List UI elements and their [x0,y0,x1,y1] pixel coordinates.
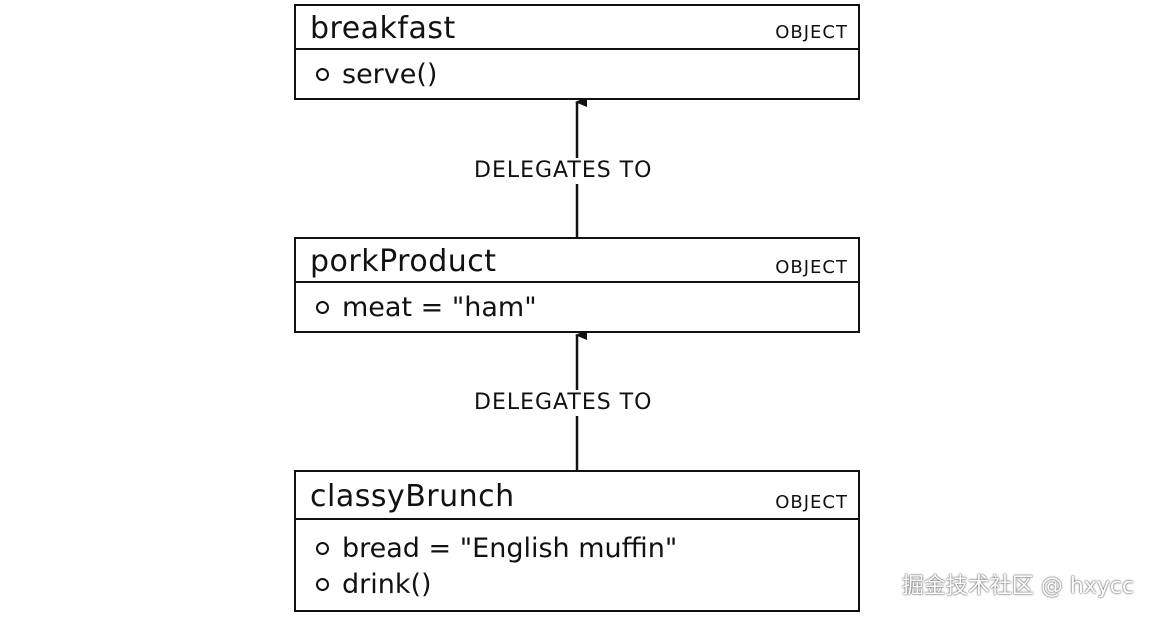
property-item: bread = "English muffin" [316,530,858,566]
edge-label-delegates-to: DELEGATES TO [470,158,657,184]
object-name: porkProduct [310,244,497,279]
property-text: meat = "ham" [342,291,537,323]
property-text: bread = "English muffin" [342,532,678,564]
edge-label-delegates-to: DELEGATES TO [470,390,657,416]
object-type-label: OBJECT [775,22,848,43]
object-header: porkProduct OBJECT [296,239,858,283]
property-text: drink() [342,568,432,600]
bullet-icon [316,577,329,591]
object-box-breakfast: breakfast OBJECT serve() [294,4,860,100]
property-item: serve() [316,56,858,92]
object-box-classybrunch: classyBrunch OBJECT bread = "English muf… [294,470,860,612]
bullet-icon [316,300,329,314]
object-properties: meat = "ham" [296,283,858,325]
object-properties: serve() [296,50,858,92]
bullet-icon [316,541,329,555]
object-box-porkproduct: porkProduct OBJECT meat = "ham" [294,237,860,333]
object-header: classyBrunch OBJECT [296,472,858,520]
watermark-text: 掘金技术社区 @ hxycc [901,574,1134,599]
object-type-label: OBJECT [775,257,848,278]
object-name: classyBrunch [310,479,515,514]
object-header: breakfast OBJECT [296,6,858,50]
property-text: serve() [342,58,438,90]
object-type-label: OBJECT [775,492,848,513]
property-item: meat = "ham" [316,289,858,325]
object-properties: bread = "English muffin" drink() [296,520,858,602]
object-name: breakfast [310,11,456,46]
property-item: drink() [316,566,858,602]
bullet-icon [316,67,329,81]
